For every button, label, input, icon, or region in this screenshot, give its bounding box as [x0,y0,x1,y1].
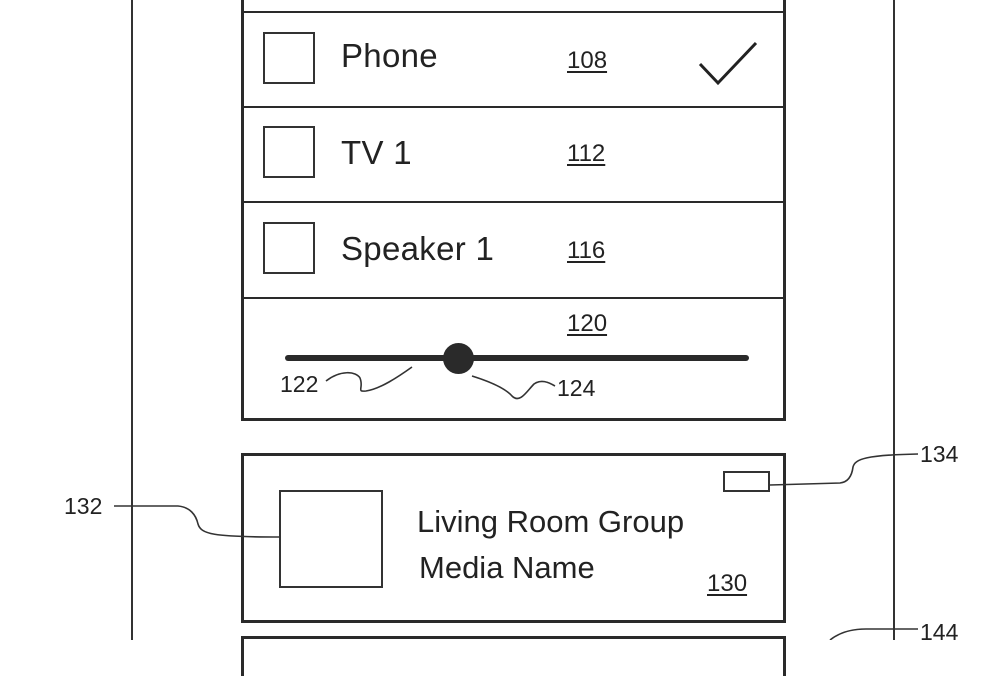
next-panel [241,636,786,676]
leader-line-134 [770,454,918,485]
leader-lines [0,0,1006,640]
callout-label: 122 [280,371,318,398]
leader-line-124 [472,376,555,399]
leader-line-132 [114,506,280,537]
leader-line-122 [326,367,412,391]
callout-label: 132 [64,493,102,520]
leader-line-144 [830,629,918,640]
callout-label: 144 [920,619,958,646]
callout-label: 134 [920,441,958,468]
callout-label: 124 [557,375,595,402]
